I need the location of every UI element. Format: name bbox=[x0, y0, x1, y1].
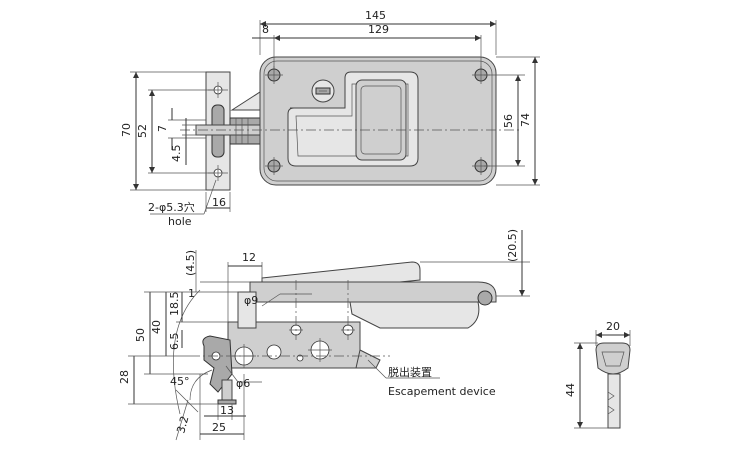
dim-bracket-16: 16 bbox=[212, 196, 226, 209]
dim-hole-pitch-right: 56 bbox=[502, 114, 515, 128]
hole-callout-jp: 2-φ5.3穴 bbox=[148, 200, 195, 214]
side-latch-hole-4 bbox=[296, 354, 304, 362]
top-view: 145 129 8 56 74 70 52 bbox=[120, 9, 540, 228]
key-view: 20 44 bbox=[564, 320, 631, 429]
handle-lever bbox=[355, 79, 407, 161]
dim-phi9: φ9 bbox=[244, 294, 258, 307]
dim-overall-width: 145 bbox=[365, 9, 386, 22]
escapement-label-jp: 脱出装置 bbox=[388, 365, 432, 379]
dim-28: 28 bbox=[118, 370, 131, 384]
side-latch-hole-2 bbox=[266, 344, 282, 360]
dim-18-5: 18.5 bbox=[168, 292, 181, 317]
dim-hole-pitch-left: 52 bbox=[136, 124, 149, 138]
key-head bbox=[595, 342, 631, 375]
dim-hole-pitch-width: 129 bbox=[368, 23, 389, 36]
dim-45deg: 45° bbox=[170, 375, 190, 388]
dim-offset-left: 8 bbox=[262, 23, 269, 36]
escapement-label-en: Escapement device bbox=[388, 385, 496, 398]
dim-1: 1 bbox=[188, 287, 195, 300]
dim-small-7: 7 bbox=[156, 125, 169, 132]
plate-mount-holes bbox=[265, 66, 490, 175]
side-bolt bbox=[221, 379, 233, 403]
dim-25: 25 bbox=[212, 421, 226, 434]
dim-3-2: 3.2 bbox=[174, 415, 191, 435]
dim-4-5-paren: (4.5) bbox=[184, 250, 197, 276]
dim-overall-height-left: 70 bbox=[120, 123, 133, 137]
hole-callout-en: hole bbox=[168, 215, 192, 228]
dim-overall-height-right: 74 bbox=[519, 113, 532, 127]
key-dim-height: 44 bbox=[564, 383, 577, 397]
side-top-plate bbox=[249, 281, 497, 303]
side-rear-pin bbox=[477, 290, 493, 306]
dim-50: 50 bbox=[134, 328, 147, 342]
dim-small-4-5: 4.5 bbox=[170, 145, 183, 163]
key-dim-width: 20 bbox=[606, 320, 620, 333]
side-mount-rib bbox=[237, 291, 257, 329]
side-pawl bbox=[202, 335, 233, 393]
side-housing bbox=[349, 301, 480, 329]
dim-40: 40 bbox=[150, 320, 163, 334]
side-view: (4.5) 1 18.5 40 50 6.5 28 45° 3.2 12 φ9 bbox=[118, 229, 530, 441]
dim-13: 13 bbox=[220, 404, 234, 417]
escapement-device bbox=[355, 349, 381, 369]
dim-6-5: 6.5 bbox=[168, 333, 181, 351]
dim-phi6: φ6 bbox=[236, 377, 250, 390]
key-blade bbox=[607, 373, 621, 429]
dim-20-5-paren: (20.5) bbox=[506, 229, 519, 262]
dim-12: 12 bbox=[242, 251, 256, 264]
